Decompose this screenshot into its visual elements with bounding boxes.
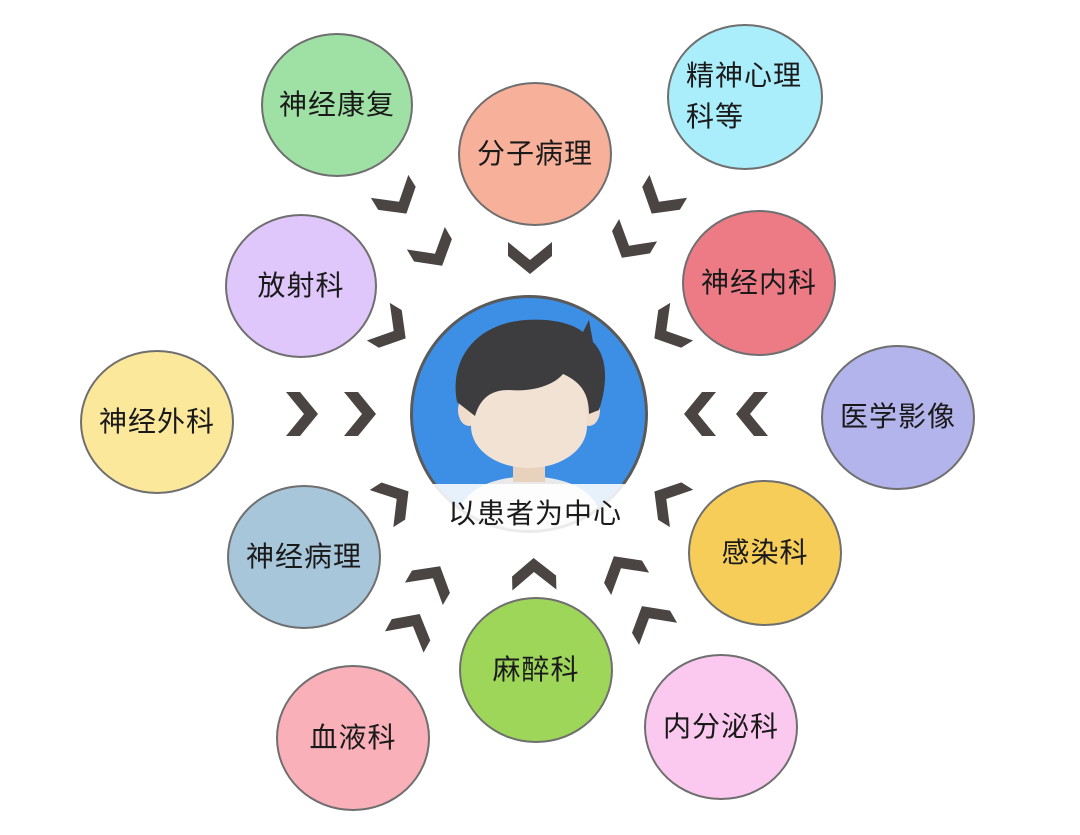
- center-label: 以患者为中心: [430, 484, 640, 540]
- node-label: 血液科: [309, 720, 397, 754]
- chevron-arrow-icon: [612, 219, 658, 258]
- node-label: 内分泌科: [662, 709, 779, 743]
- node-endocrinology: 内分泌科: [644, 654, 798, 800]
- node-label: 神经病理: [245, 539, 362, 573]
- node-label: 医学影像: [839, 400, 956, 434]
- node-psychiatry: 精神心理 科等: [667, 24, 823, 170]
- node-label: 麻醉科: [492, 652, 580, 686]
- node-label-line2: 科等: [686, 100, 745, 133]
- node-radiology: 放射科: [225, 214, 377, 358]
- chevron-arrow-icon: [631, 606, 678, 645]
- node-anesthesiology: 麻醉科: [459, 597, 613, 743]
- chevron-arrow-icon: [508, 242, 552, 274]
- node-neuro-rehab: 神经康复: [261, 33, 413, 177]
- chevron-arrow-icon: [370, 174, 416, 214]
- chevron-arrow-icon: [404, 566, 450, 605]
- chevron-arrow-icon: [736, 392, 768, 436]
- chevron-arrow-icon: [642, 174, 688, 214]
- chevron-arrow-icon: [654, 482, 694, 528]
- node-neuropathology: 神经病理: [227, 485, 381, 629]
- node-label: 分子病理: [476, 136, 593, 170]
- node-molecular-pathology: 分子病理: [458, 82, 612, 226]
- node-hematology: 血液科: [276, 665, 430, 811]
- node-label: 感染科: [721, 535, 809, 569]
- chevron-arrow-icon: [604, 556, 650, 595]
- node-infectious-disease: 感染科: [688, 480, 842, 626]
- node-label: 神经康复: [278, 87, 395, 121]
- chevron-arrow-icon: [369, 482, 409, 528]
- chevron-arrow-icon: [385, 613, 431, 653]
- node-label: 神经内科: [700, 265, 817, 299]
- chevron-arrow-icon: [366, 302, 406, 348]
- node-label: 精神心理 科等: [686, 56, 804, 137]
- node-medical-imaging: 医学影像: [821, 345, 975, 490]
- chevron-arrow-icon: [344, 392, 376, 436]
- chevron-arrow-icon: [406, 227, 452, 266]
- chevron-arrow-icon: [684, 392, 716, 436]
- node-neurology: 神经内科: [682, 210, 836, 356]
- node-label-line1: 精神心理: [686, 59, 803, 93]
- node-label: 放射科: [257, 268, 345, 302]
- node-neurosurgery: 神经外科: [80, 350, 234, 494]
- chevron-arrow-icon: [512, 558, 557, 591]
- node-label: 神经外科: [98, 404, 215, 438]
- patient-avatar-icon: [453, 319, 606, 530]
- chevron-arrow-icon: [286, 392, 318, 436]
- chevron-arrow-icon: [654, 302, 694, 348]
